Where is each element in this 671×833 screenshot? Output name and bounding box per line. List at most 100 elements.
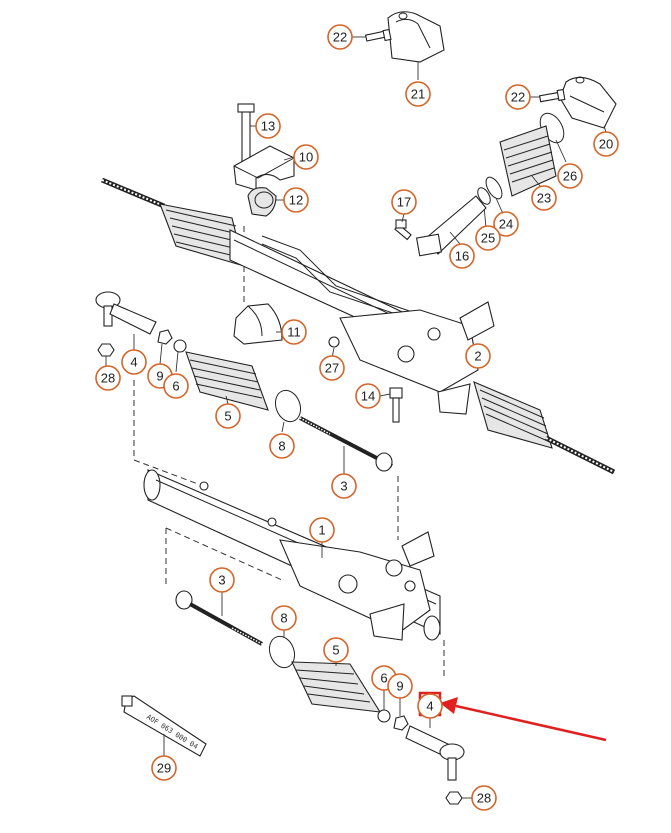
callout-c10: 10 (293, 144, 319, 170)
callout-c9b: 9 (387, 673, 413, 699)
callout-number: 24 (499, 217, 513, 232)
callout-circle (269, 433, 295, 459)
part-28-nut-upper (97, 343, 115, 357)
callout-circle (531, 185, 557, 211)
callout-c11: 11 (281, 319, 307, 345)
part-25-ring (477, 187, 491, 205)
callout-circle (215, 403, 241, 429)
callout-number: 12 (289, 193, 303, 208)
callout-circle (405, 81, 431, 107)
callout-c4a: 4 (121, 349, 147, 375)
callout-circle (391, 189, 417, 215)
callout-circle (293, 144, 319, 170)
part-4-tie-rod-end-lower (405, 725, 465, 781)
callout-c2: 2 (465, 343, 491, 369)
callout-number: 3 (218, 573, 225, 588)
callout-number: 22 (333, 30, 347, 45)
callout-circle (95, 365, 121, 391)
part-16-valve-housing (415, 195, 487, 257)
callout-number: 5 (224, 409, 231, 424)
callout-circle (121, 349, 147, 375)
callout-c25: 25 (475, 225, 501, 251)
callout-number: 2 (474, 349, 481, 364)
callout-number: 13 (261, 119, 275, 134)
callout-c12: 12 (283, 187, 309, 213)
part-3-inner-tie-rod-upper (299, 416, 393, 472)
callout-circle (163, 373, 189, 399)
part-6-clamp-upper (173, 339, 187, 353)
callout-number: 17 (397, 195, 411, 210)
callout-c27: 27 (319, 355, 345, 381)
callout-number: 1 (318, 523, 325, 538)
callout-c29: 29 (151, 755, 177, 781)
callout-circle (255, 113, 281, 139)
callout-c8a: 8 (269, 433, 295, 459)
callout-number: 23 (537, 191, 551, 206)
callout-number: 9 (156, 369, 163, 384)
callout-number: 28 (477, 791, 491, 806)
callout-c4b: 4 (417, 693, 443, 719)
part-28-nut-lower (445, 791, 463, 805)
callout-number: 8 (280, 611, 287, 626)
callout-c20: 20 (593, 131, 619, 157)
part-17-screw (394, 219, 412, 241)
callout-c5a: 5 (215, 403, 241, 429)
callout-c16: 16 (449, 243, 475, 269)
callout-circle (209, 567, 235, 593)
callout-c1: 1 (309, 517, 335, 543)
callout-c3a: 3 (331, 473, 357, 499)
part-5-bellows-upper (185, 351, 269, 411)
callout-c14: 14 (355, 383, 381, 409)
callout-circle (593, 131, 619, 157)
callout-c17: 17 (391, 189, 417, 215)
callout-circle (331, 473, 357, 499)
grease-tube-label: AOF 063 000 04 (145, 713, 199, 751)
callout-c8b: 8 (271, 605, 297, 631)
callout-c28a: 28 (95, 365, 121, 391)
callout-number: 4 (130, 355, 137, 370)
part-24-ring (485, 176, 503, 200)
callout-number: 11 (287, 325, 301, 340)
part-21-mount-bracket (387, 11, 445, 63)
callout-circle (465, 343, 491, 369)
callout-c24: 24 (493, 211, 519, 237)
callout-number: 28 (101, 371, 115, 386)
callout-c6a: 6 (163, 373, 189, 399)
part-22-screw-right (538, 88, 566, 103)
callout-number: 20 (599, 137, 613, 152)
callout-circle (417, 693, 443, 719)
part-10-clamp (233, 145, 295, 191)
part-27-fitting (328, 336, 340, 348)
part-3-inner-tie-rod-lower (175, 590, 263, 646)
callout-circle (151, 755, 177, 781)
callout-circle (283, 187, 309, 213)
callout-c26: 26 (557, 163, 583, 189)
callout-number: 8 (278, 439, 285, 454)
part-8-clamp-ring-upper (274, 389, 302, 423)
part-5-bellows-lower (291, 661, 382, 713)
callout-circle (271, 605, 297, 631)
part-23-bellows-small (499, 125, 557, 197)
part-4-tie-rod-end-upper (95, 291, 157, 335)
callout-circle (493, 211, 519, 237)
callout-circle (471, 785, 497, 811)
part-2-rack-assembly-upper (101, 177, 616, 475)
callout-c22a: 22 (327, 24, 353, 50)
callout-number: 5 (332, 643, 339, 658)
callout-number: 10 (299, 150, 313, 165)
highlight-arrow (440, 697, 607, 742)
part-9-nut-lower (393, 715, 409, 731)
callout-number: 3 (340, 479, 347, 494)
callout-number: 22 (511, 90, 525, 105)
callout-number: 25 (481, 231, 495, 246)
callout-circle (309, 517, 335, 543)
callout-circle (449, 243, 475, 269)
callout-number: 6 (172, 379, 179, 394)
callout-c13: 13 (255, 113, 281, 139)
callout-c3b: 3 (209, 567, 235, 593)
callout-c23: 23 (531, 185, 557, 211)
callout-circle (475, 225, 501, 251)
callout-circle (387, 673, 413, 699)
